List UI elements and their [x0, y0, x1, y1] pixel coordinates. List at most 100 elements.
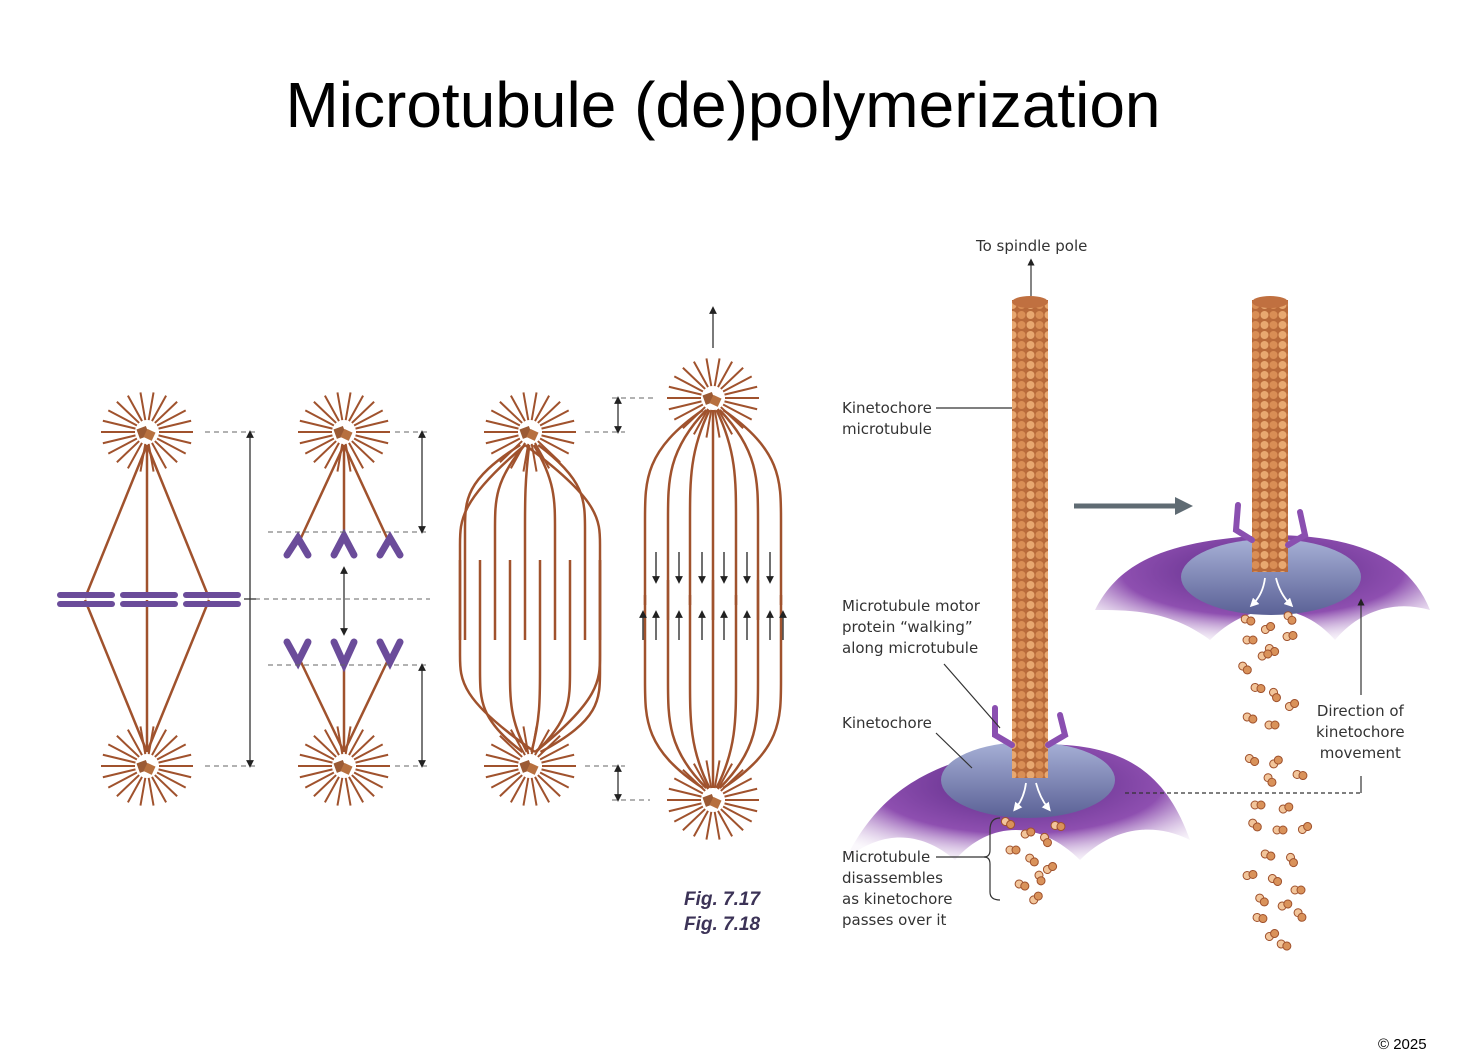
- centriole: [526, 428, 539, 441]
- tubulin-dimer: [1264, 644, 1280, 656]
- aster-ray: [668, 787, 702, 798]
- aster-ray: [336, 392, 344, 421]
- label-to-spindle-pole: To spindle pole: [976, 237, 1088, 255]
- kinetochore-microtubule-left: [1012, 296, 1048, 778]
- aster-ray: [344, 443, 352, 472]
- aster-ray: [490, 437, 521, 455]
- polar-fiber: [722, 595, 783, 790]
- aster-ray: [348, 395, 364, 422]
- aster-ray: [522, 443, 530, 472]
- aster-ray: [722, 375, 753, 393]
- polar-fiber: [715, 409, 738, 605]
- aster-ray: [534, 776, 550, 803]
- aster-ray: [139, 443, 147, 472]
- polar-fiber: [534, 560, 602, 753]
- aster-ray: [154, 774, 178, 797]
- aster-ray: [724, 385, 758, 396]
- aster-ray: [324, 442, 340, 469]
- aster-ray: [668, 385, 702, 396]
- aster-ray: [682, 406, 706, 429]
- tubulin-dimer: [1264, 929, 1280, 941]
- aster-ray: [713, 409, 721, 438]
- tubulin-dimer: [1250, 682, 1266, 694]
- tubulin-dimer: [1267, 874, 1283, 886]
- polar-fiber: [458, 444, 526, 640]
- aster-ray: [348, 442, 364, 469]
- polar-fiber: [688, 595, 711, 789]
- tubulin-dimer: [1242, 712, 1258, 724]
- centriole: [709, 796, 722, 809]
- aster-ray: [485, 434, 519, 445]
- aster-ray: [355, 434, 389, 445]
- aster-ray: [353, 771, 384, 789]
- polar-fiber: [643, 408, 704, 605]
- aster-ray: [127, 395, 143, 422]
- aster-ray: [499, 440, 523, 463]
- tubulin-dimer: [1263, 773, 1277, 787]
- slide-title: Microtubule (de)polymerization: [285, 69, 1161, 141]
- aster-ray: [304, 409, 335, 427]
- tubulin-dimer: [1276, 939, 1292, 951]
- aster-ray: [673, 403, 704, 421]
- centriole: [143, 428, 156, 441]
- aster-ray: [304, 743, 335, 761]
- aster-ray: [313, 735, 337, 758]
- kinetochore-microtubule-right: [1252, 296, 1288, 572]
- aster-ray: [510, 776, 526, 803]
- aster-ray: [490, 771, 521, 789]
- aster-ray: [336, 777, 344, 806]
- aster-ray: [147, 443, 155, 472]
- centrosome: [484, 726, 576, 806]
- aster-ray: [304, 771, 335, 789]
- aster-ray: [156, 743, 187, 761]
- tubulin-dimer: [1252, 912, 1268, 924]
- aster-ray: [537, 440, 561, 463]
- aster-ray: [541, 768, 575, 779]
- aster-ray: [541, 753, 575, 764]
- tubulin-dimer: [1242, 635, 1258, 645]
- centriole: [340, 762, 353, 775]
- polar-fiber: [715, 595, 738, 789]
- aster-ray: [713, 811, 721, 840]
- aster-ray: [717, 763, 733, 790]
- tubulin-dimer: [1264, 720, 1280, 730]
- polar-fiber: [458, 560, 536, 754]
- label-kinetochore: Kinetochore: [842, 714, 932, 732]
- aster-ray: [116, 735, 140, 758]
- metaphase-chromosomes: [57, 592, 241, 607]
- panel-polar-fibers: [458, 443, 602, 754]
- polar-fiber: [722, 408, 783, 605]
- tubulin-dimer: [1014, 879, 1030, 891]
- aster-ray: [313, 440, 337, 463]
- aster-ray: [154, 440, 178, 463]
- aster-ray: [324, 729, 340, 756]
- tubulin-dimer: [1005, 845, 1021, 855]
- aster-ray: [158, 753, 192, 764]
- aster-ray: [107, 409, 138, 427]
- aster-ray: [102, 434, 136, 445]
- aster-ray: [158, 434, 192, 445]
- aster-ray: [324, 395, 340, 422]
- aster-ray: [299, 768, 333, 779]
- polar-fiber: [478, 560, 524, 753]
- aster-ray: [720, 367, 744, 390]
- aster-ray: [116, 401, 140, 424]
- aster-ray: [668, 802, 702, 813]
- tubulin-dimer: [1255, 893, 1269, 907]
- figure-ref-7-17: Fig. 7.17: [684, 889, 761, 910]
- tubulin-dimer: [1269, 687, 1281, 703]
- polar-fiber: [718, 409, 760, 620]
- tubulin-dimer: [1277, 899, 1293, 911]
- aster-ray: [705, 358, 713, 387]
- centrosome: [667, 358, 759, 438]
- aster-ray: [530, 726, 538, 755]
- polar-fiber: [666, 580, 708, 789]
- aster-ray: [127, 729, 143, 756]
- aster-ray: [693, 361, 709, 388]
- figure-ref-7-18: Fig. 7.18: [684, 914, 761, 935]
- aster-ray: [539, 409, 570, 427]
- aster-ray: [537, 401, 561, 424]
- tubulin-dimer: [1283, 611, 1297, 625]
- centrosome: [484, 392, 576, 472]
- aster-ray: [351, 401, 375, 424]
